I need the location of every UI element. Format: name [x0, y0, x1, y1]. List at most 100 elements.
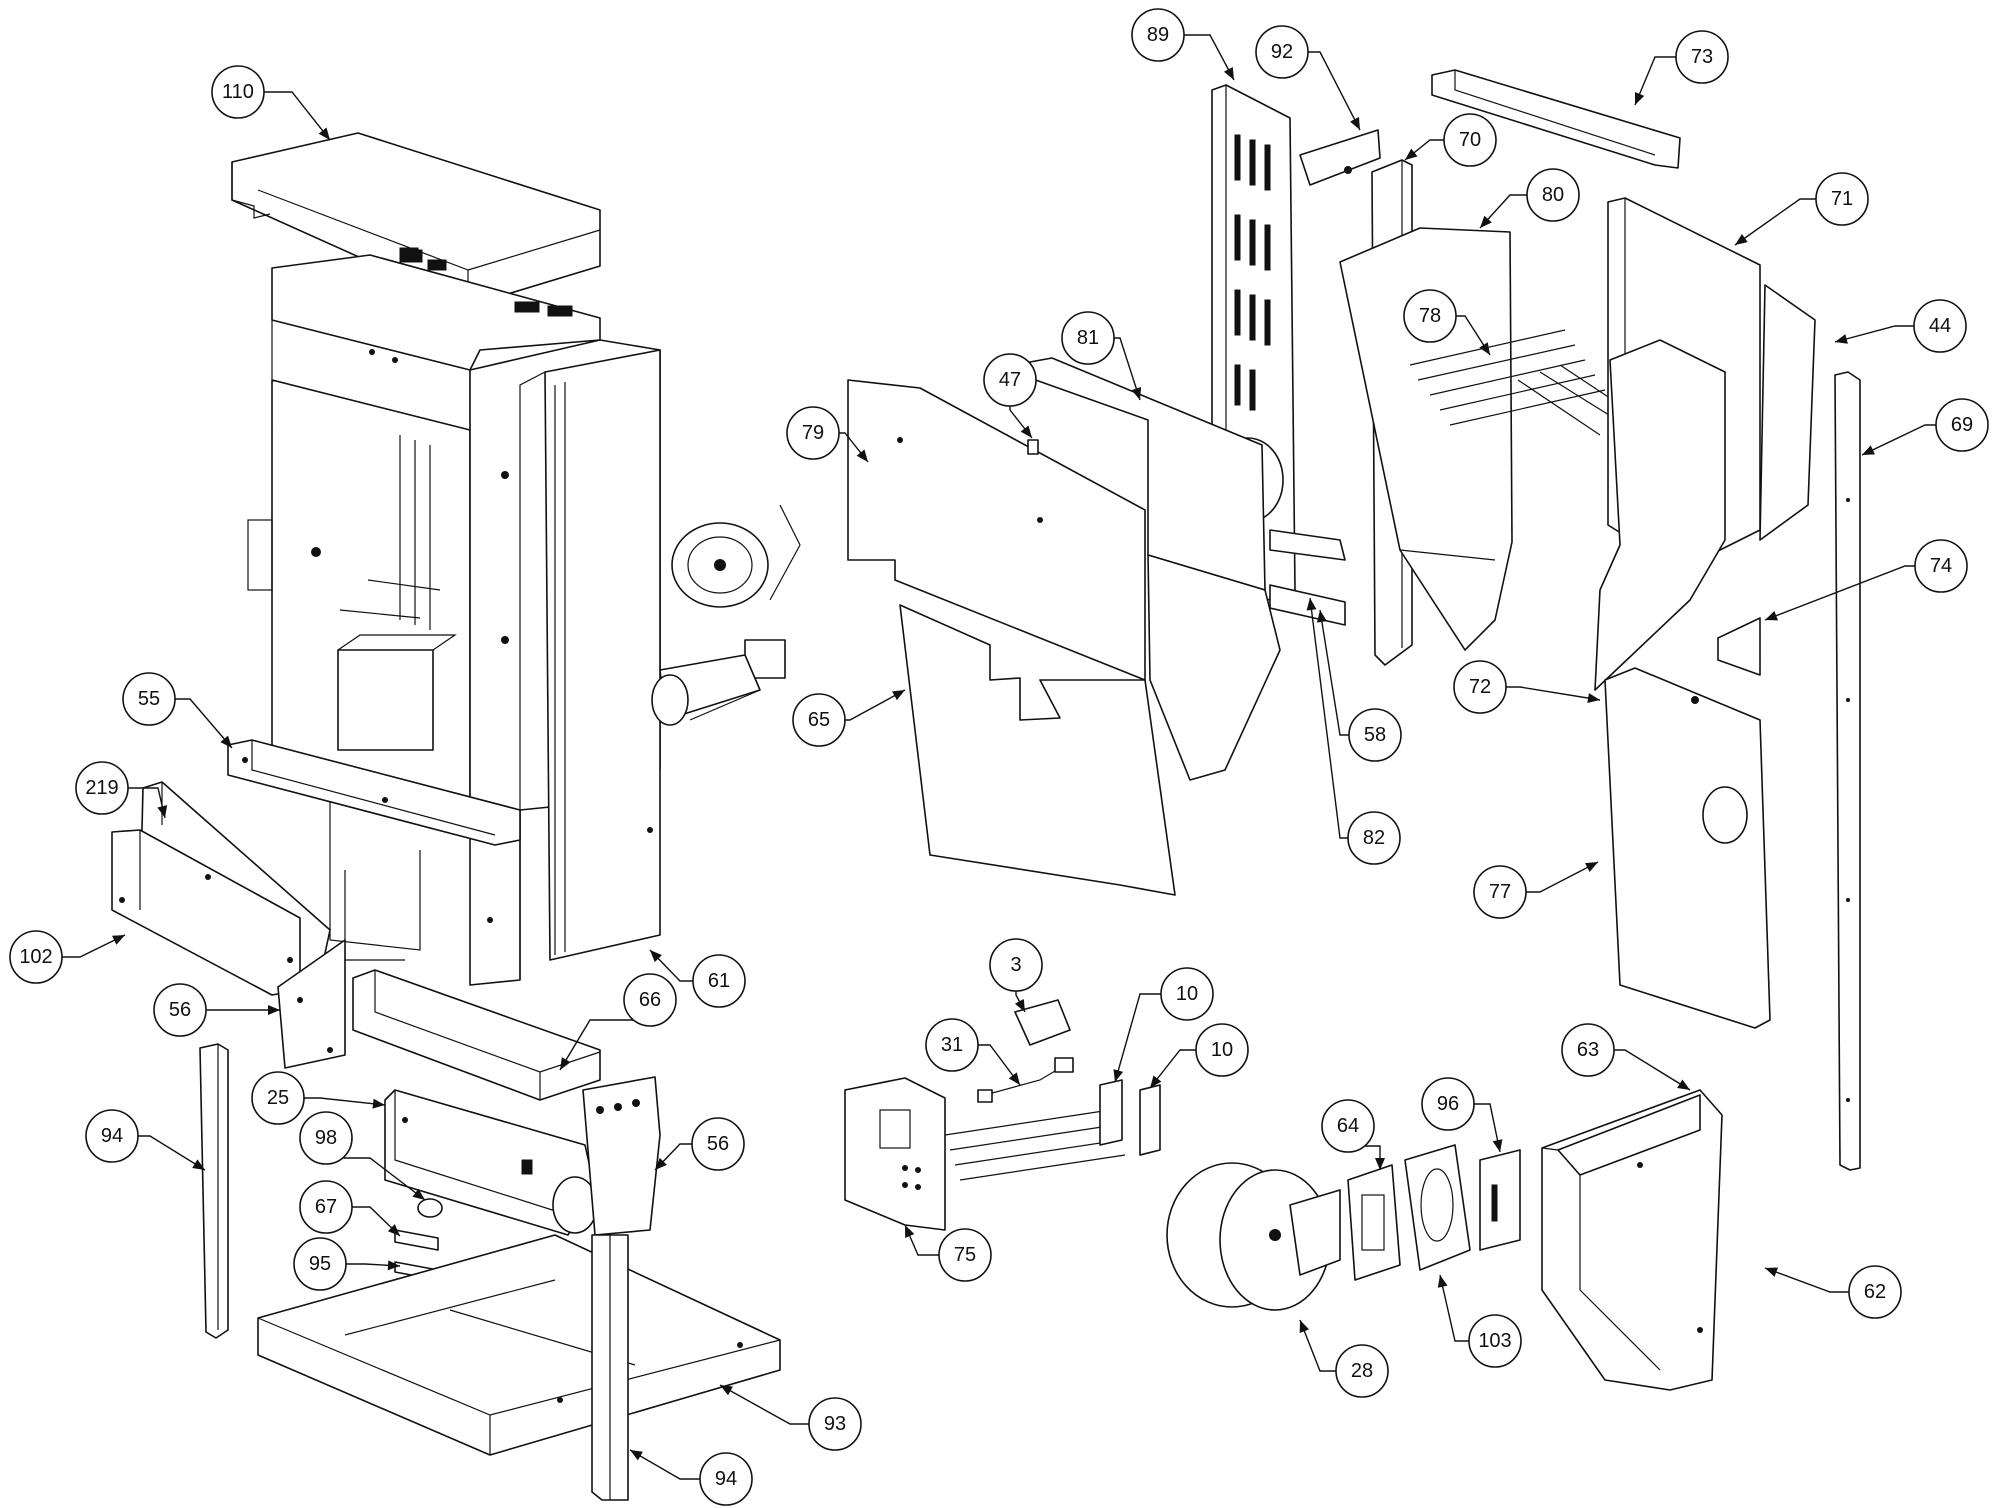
part-62-63-box [1541, 1089, 1723, 1391]
part-79-panel [847, 379, 1146, 681]
callout-bubble-10 [1160, 967, 1214, 1021]
callout-bubble-56 [153, 983, 207, 1037]
callout-bubble-96 [1421, 1077, 1475, 1131]
callout-label: 95 [309, 1253, 331, 1275]
part-92-bracket [1299, 129, 1381, 186]
callout-label: 58 [1364, 724, 1386, 746]
leader-arrow-81 [1131, 387, 1142, 400]
callout-bubble-10 [1195, 1023, 1249, 1077]
leader-arrow-44 [1835, 334, 1848, 344]
leader-line-96 [1468, 1103, 1501, 1153]
leader-arrow-79 [856, 449, 868, 462]
leader-arrow-69 [1862, 445, 1875, 455]
leader-line-10 [1149, 1049, 1202, 1089]
leader-arrow-92 [1350, 117, 1360, 130]
leader-arrow-94 [630, 1450, 643, 1461]
part-94-upright-right [591, 1234, 629, 1501]
callout-label: 69 [1951, 414, 1973, 436]
leader-arrow-219 [157, 805, 168, 818]
part-44-flap [1759, 284, 1816, 541]
leader-arrow-80 [1480, 215, 1492, 228]
part-64-gasket [1347, 1164, 1401, 1281]
part-47-pin [1027, 439, 1039, 455]
part-102-front-panel [111, 781, 331, 1001]
part-72-chute [1594, 339, 1726, 691]
leader-line-110 [258, 91, 331, 141]
callout-bubble-71 [1815, 172, 1869, 226]
callout-label: 25 [267, 1087, 289, 1109]
callout-bubble-77 [1473, 865, 1527, 919]
leader-line-63 [1608, 1049, 1691, 1091]
callout-label: 72 [1469, 676, 1491, 698]
callout-bubble-103 [1468, 1314, 1522, 1368]
leader-arrow-56 [268, 1005, 280, 1015]
leader-arrow-63 [1677, 1079, 1690, 1090]
leader-arrow-94 [192, 1159, 205, 1170]
leader-line-73 [1634, 56, 1682, 106]
callout-bubble-62 [1848, 1265, 1902, 1319]
callout-label: 81 [1077, 327, 1099, 349]
callout-label: 219 [85, 777, 118, 799]
callout-bubble-61 [692, 954, 746, 1008]
leader-arrow-10 [1150, 1075, 1162, 1088]
callout-label: 79 [802, 422, 824, 444]
leader-line-82 [1309, 597, 1354, 839]
callout-bubble-82 [1347, 811, 1401, 865]
callout-label: 67 [315, 1196, 337, 1218]
leader-arrow-98 [412, 1188, 425, 1200]
leader-line-69 [1861, 424, 1942, 456]
callout-bubble-72 [1453, 660, 1507, 714]
callout-bubble-94 [699, 1452, 753, 1506]
leader-arrow-56 [655, 1157, 667, 1170]
callout-bubble-95 [293, 1237, 347, 1291]
callout-bubble-94 [85, 1109, 139, 1163]
leader-line-55 [169, 698, 233, 749]
part-28-blower [1166, 1162, 1341, 1311]
leader-line-102 [56, 934, 126, 958]
part-main-body [247, 249, 661, 986]
callout-bubble-81 [1061, 311, 1115, 365]
leader-arrow-28 [1299, 1320, 1310, 1333]
callout-label: 70 [1459, 129, 1481, 151]
part-31-cable [977, 1057, 1074, 1103]
leader-line-94 [629, 1449, 706, 1480]
leader-line-62 [1764, 1267, 1855, 1293]
leader-line-77 [1520, 861, 1599, 893]
part-75-control-panel [844, 1077, 946, 1231]
callout-label: 61 [708, 970, 730, 992]
leader-line-28 [1299, 1319, 1342, 1372]
callout-bubble-31 [925, 1018, 979, 1072]
leader-arrow-93 [720, 1385, 733, 1396]
callout-label: 78 [1419, 305, 1441, 327]
callout-bubble-55 [122, 672, 176, 726]
callout-bubble-56 [691, 1117, 745, 1171]
callout-bubble-80 [1526, 168, 1580, 222]
callout-label: 103 [1478, 1330, 1511, 1352]
leader-arrow-3 [1014, 999, 1025, 1012]
part-74-plate [1717, 617, 1761, 676]
callout-label: 89 [1147, 24, 1169, 46]
callout-label: 47 [999, 369, 1021, 391]
leader-arrow-75 [905, 1225, 915, 1238]
callout-label: 44 [1929, 315, 1951, 337]
callout-label: 74 [1930, 555, 1952, 577]
callout-label: 110 [222, 81, 254, 103]
part-drawings [111, 69, 1861, 1501]
callout-label: 98 [315, 1127, 337, 1149]
leader-line-44 [1834, 325, 1920, 343]
leader-arrow-64 [1375, 1158, 1385, 1170]
callout-label: 56 [707, 1133, 729, 1155]
callout-bubble-79 [786, 406, 840, 460]
callout-label: 92 [1271, 41, 1293, 63]
callout-label: 77 [1489, 881, 1511, 903]
leader-line-72 [1500, 686, 1601, 701]
callout-bubble-92 [1255, 25, 1309, 79]
leader-line-10 [1114, 993, 1167, 1083]
leader-arrow-78 [1479, 342, 1490, 355]
leader-arrow-31 [1008, 1072, 1020, 1085]
part-motor-assembly [651, 504, 801, 726]
callout-bubble-75 [938, 1228, 992, 1282]
callout-label: 102 [19, 946, 52, 968]
